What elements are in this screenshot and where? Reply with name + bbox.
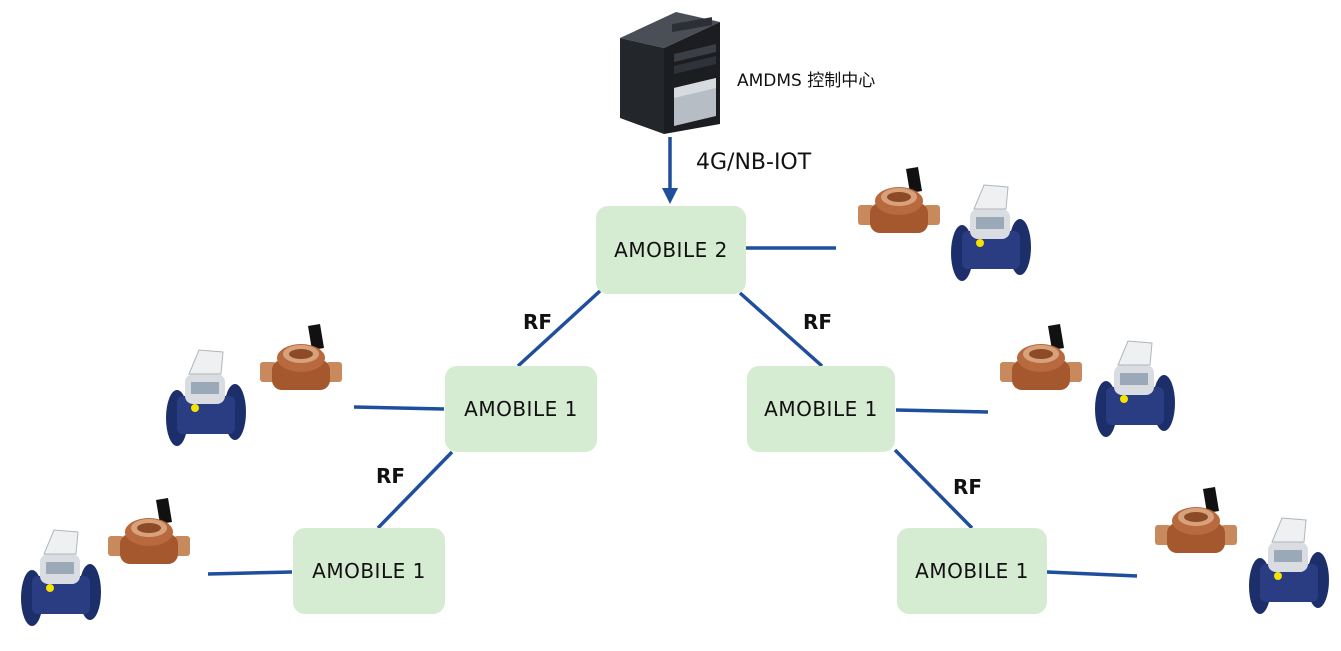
brass-water-meter-icon: [1155, 487, 1237, 553]
brass-water-meter-icon: [858, 167, 940, 233]
brass-water-meter-icon: [260, 324, 342, 390]
uplink-arrowhead: [662, 188, 678, 204]
link-bottom-left-meters: [207, 570, 293, 576]
tower-server-icon: [620, 12, 720, 134]
link-mid-right-meters: [895, 408, 989, 414]
node-amobile-top: AMOBILE 2: [596, 206, 746, 294]
blue-flange-water-meter-icon: [1095, 340, 1175, 437]
rf-label-top-left: RF: [523, 310, 553, 334]
link-top-mid-right: [738, 291, 824, 368]
node-amobile-bottom-left: AMOBILE 1: [293, 528, 445, 614]
link-mid-left-bottom-left: [376, 450, 454, 530]
link-mid-left-meters: [353, 405, 445, 411]
rf-label-right-bottom: RF: [953, 475, 983, 499]
blue-flange-water-meter-icon: [21, 529, 101, 626]
link-bottom-right-meters: [1046, 570, 1138, 578]
link-mid-right-bottom-right: [893, 448, 974, 530]
blue-flange-water-meter-icon: [951, 184, 1031, 281]
node-amobile-bottom-right: AMOBILE 1: [897, 528, 1047, 614]
node-amobile-mid-right: AMOBILE 1: [747, 366, 895, 452]
rf-label-top-right: RF: [803, 310, 833, 334]
brass-water-meter-icon: [1000, 324, 1082, 390]
rf-label-left-bottom: RF: [376, 464, 406, 488]
server-label: AMDMS 控制中心: [737, 71, 876, 91]
uplink-label: 4G/NB-IOT: [696, 150, 812, 175]
node-amobile-mid-left: AMOBILE 1: [445, 366, 597, 452]
blue-flange-water-meter-icon: [1249, 517, 1329, 614]
brass-water-meter-icon: [108, 498, 190, 564]
link-top-mid-left: [516, 289, 602, 368]
blue-flange-water-meter-icon: [166, 349, 246, 446]
